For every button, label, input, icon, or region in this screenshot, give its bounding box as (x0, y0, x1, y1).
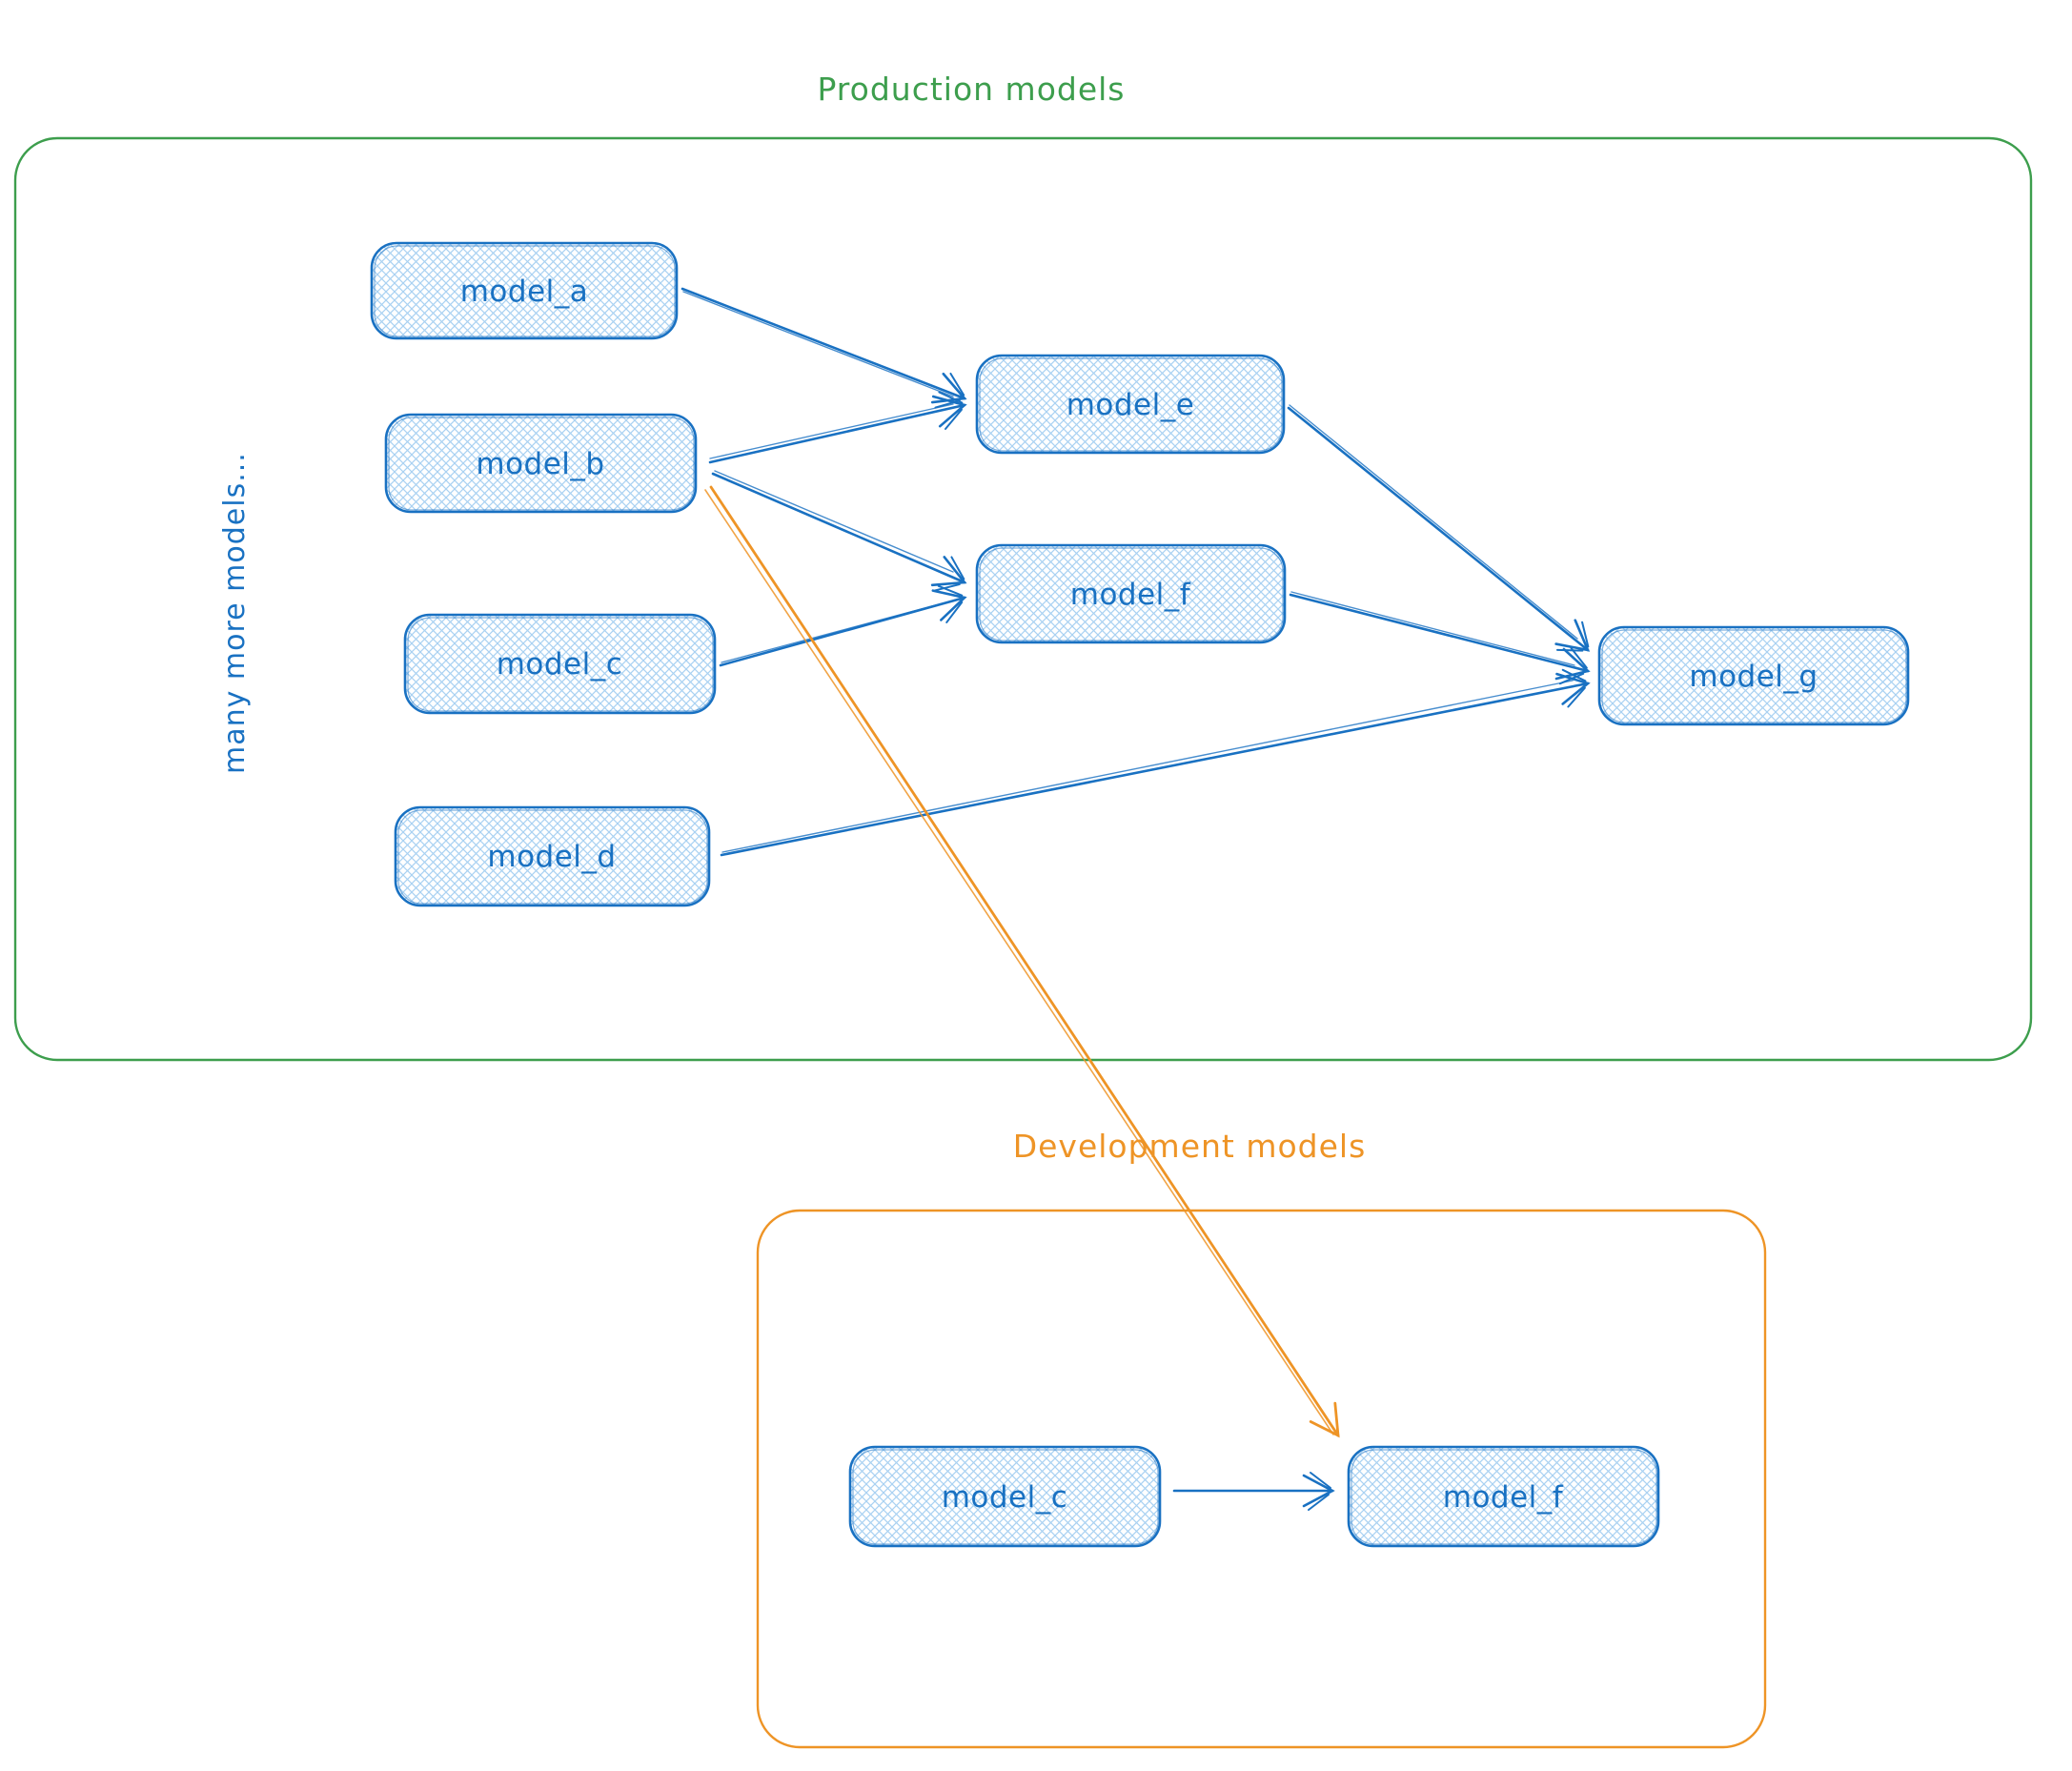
node-model_c-sketch (407, 617, 714, 712)
edge-model_d-model_g[interactable] (720, 668, 1591, 857)
node-model_g[interactable]: model_g (1597, 625, 1910, 726)
edge-model_b-model_f[interactable] (711, 472, 967, 592)
edge-a-e-ghost (682, 291, 954, 397)
node-model_f-label: model_f (1070, 578, 1191, 612)
node-model_e[interactable]: model_e (975, 354, 1286, 455)
node-model_d[interactable]: model_d (394, 805, 711, 907)
node-dev-model_c[interactable]: model_c (848, 1445, 1162, 1548)
edge-b-e-ghost (709, 403, 954, 459)
edges-production (681, 287, 1591, 857)
development-frame-title: Development models (1013, 1128, 1367, 1165)
edge-d-g-ghost (721, 680, 1574, 853)
edge-model_e-model_g[interactable] (1287, 406, 1591, 652)
node-dev-model_f[interactable]: model_f (1347, 1445, 1660, 1548)
production-frame-title: Production models (817, 71, 1125, 108)
node-model_b-sketch (388, 417, 695, 511)
node-model_c-label: model_c (497, 647, 623, 682)
node-model_g-sketch (1601, 629, 1907, 723)
node-model_e-sketch (979, 357, 1283, 452)
edge-orange-group (704, 485, 1340, 1438)
production-frame[interactable] (13, 136, 2033, 1062)
edge-model_f-model_g[interactable] (1289, 593, 1591, 685)
node-model_a[interactable]: model_a (370, 241, 679, 340)
edge-f-g-ghost (1290, 591, 1575, 666)
node-dev-model_c-label: model_c (942, 1480, 1068, 1515)
edge-model_a-model_e[interactable] (681, 287, 967, 409)
node-model_b[interactable]: model_b (384, 413, 698, 514)
node-model_e-label: model_e (1066, 388, 1195, 422)
node-model_d-sketch (397, 809, 708, 905)
node-model_f-sketch (979, 547, 1284, 641)
node-model_a-label: model_a (460, 275, 589, 309)
side-note-many-more-models: many more models... (218, 452, 252, 774)
node-model_a-sketch (374, 245, 676, 337)
edge-model_b-model_e[interactable] (708, 391, 967, 464)
edge-model_b-dev-model_f[interactable] (709, 485, 1340, 1438)
development-frame[interactable] (756, 1209, 1767, 1749)
node-dev-model_f-label: model_f (1443, 1480, 1564, 1515)
node-dev-model_c-sketch (852, 1449, 1159, 1545)
edge-e-g-ghost (1289, 404, 1578, 640)
node-model_f[interactable]: model_f (975, 543, 1287, 644)
node-model_c[interactable]: model_c (403, 613, 717, 715)
node-dev-model_f-sketch (1351, 1449, 1657, 1545)
node-model_d-label: model_d (487, 840, 616, 874)
edge-model_c-model_f[interactable] (719, 584, 967, 667)
edge-b-f-ghost (714, 470, 954, 573)
node-model_b-label: model_b (476, 447, 604, 481)
node-model_g-label: model_g (1689, 660, 1818, 694)
edge-b-devf-ghost (704, 489, 1334, 1435)
